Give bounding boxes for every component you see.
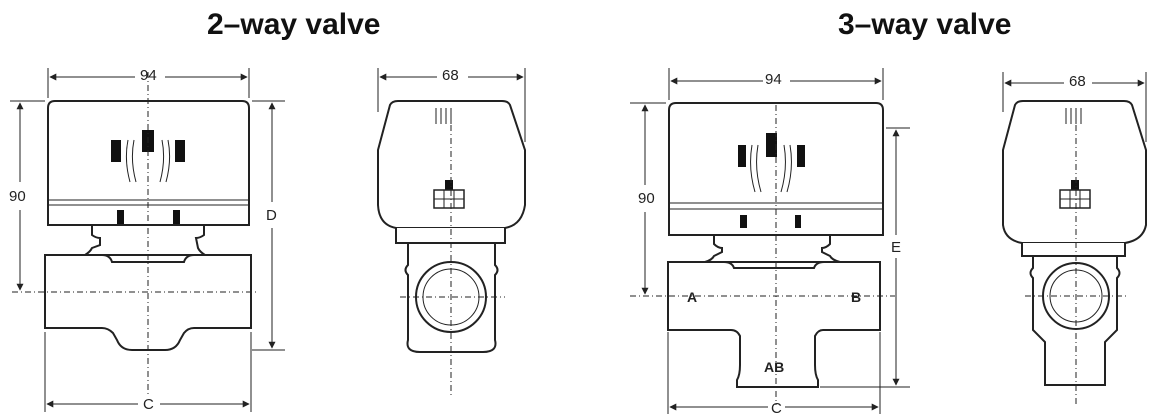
three-way-dim-base-width: C: [771, 400, 782, 416]
three-way-side-view: [1002, 72, 1147, 405]
title-2-way-valve: 2–way valve: [207, 8, 381, 41]
two-way-side-view: [377, 68, 526, 398]
title-3-way-valve: 3–way valve: [838, 8, 1012, 41]
three-way-port-ab-label: AB: [764, 359, 784, 375]
two-way-front-view: [10, 68, 285, 412]
two-way-dim-base-width: C: [143, 396, 154, 413]
two-way-dim-height: 90: [9, 188, 26, 205]
three-way-dim-total-height: E: [891, 239, 901, 256]
three-way-port-b-label: B: [851, 289, 861, 305]
three-way-dim-height: 90: [638, 190, 655, 207]
two-way-side-dim-width: 68: [442, 67, 459, 84]
two-way-dim-width: 94: [140, 67, 157, 84]
three-way-port-a-label: A: [687, 289, 697, 305]
three-way-dim-width: 94: [765, 71, 782, 88]
three-way-side-dim-width: 68: [1069, 73, 1086, 90]
two-way-dim-total-height: D: [266, 207, 277, 224]
three-way-front-view: [630, 68, 910, 414]
